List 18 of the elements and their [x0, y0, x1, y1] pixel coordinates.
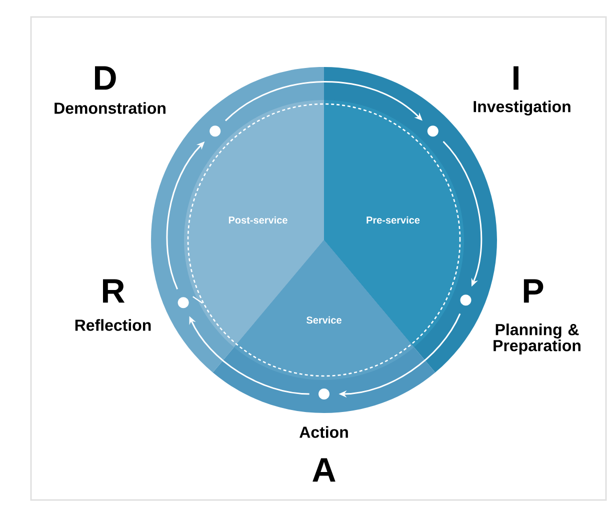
stage-label: Action — [300, 426, 348, 438]
stage-label: Reflection — [75, 319, 151, 331]
letter: A — [312, 458, 336, 482]
stage-label: Planning & Preparation — [494, 324, 580, 354]
letter: D — [95, 66, 116, 90]
dot — [210, 126, 221, 137]
stage-label: Investigation — [474, 100, 570, 116]
dot — [427, 126, 438, 137]
dot — [460, 294, 472, 306]
sector-label: Post-service — [228, 216, 288, 224]
letter: R — [103, 279, 125, 303]
letter: P — [524, 279, 544, 303]
stage-label: Demonstration — [54, 102, 166, 114]
dot — [178, 297, 189, 308]
sector-label: Pre-service — [366, 216, 420, 224]
letter: I — [514, 66, 518, 90]
dot — [318, 388, 330, 400]
sector-label: Service — [306, 316, 342, 324]
